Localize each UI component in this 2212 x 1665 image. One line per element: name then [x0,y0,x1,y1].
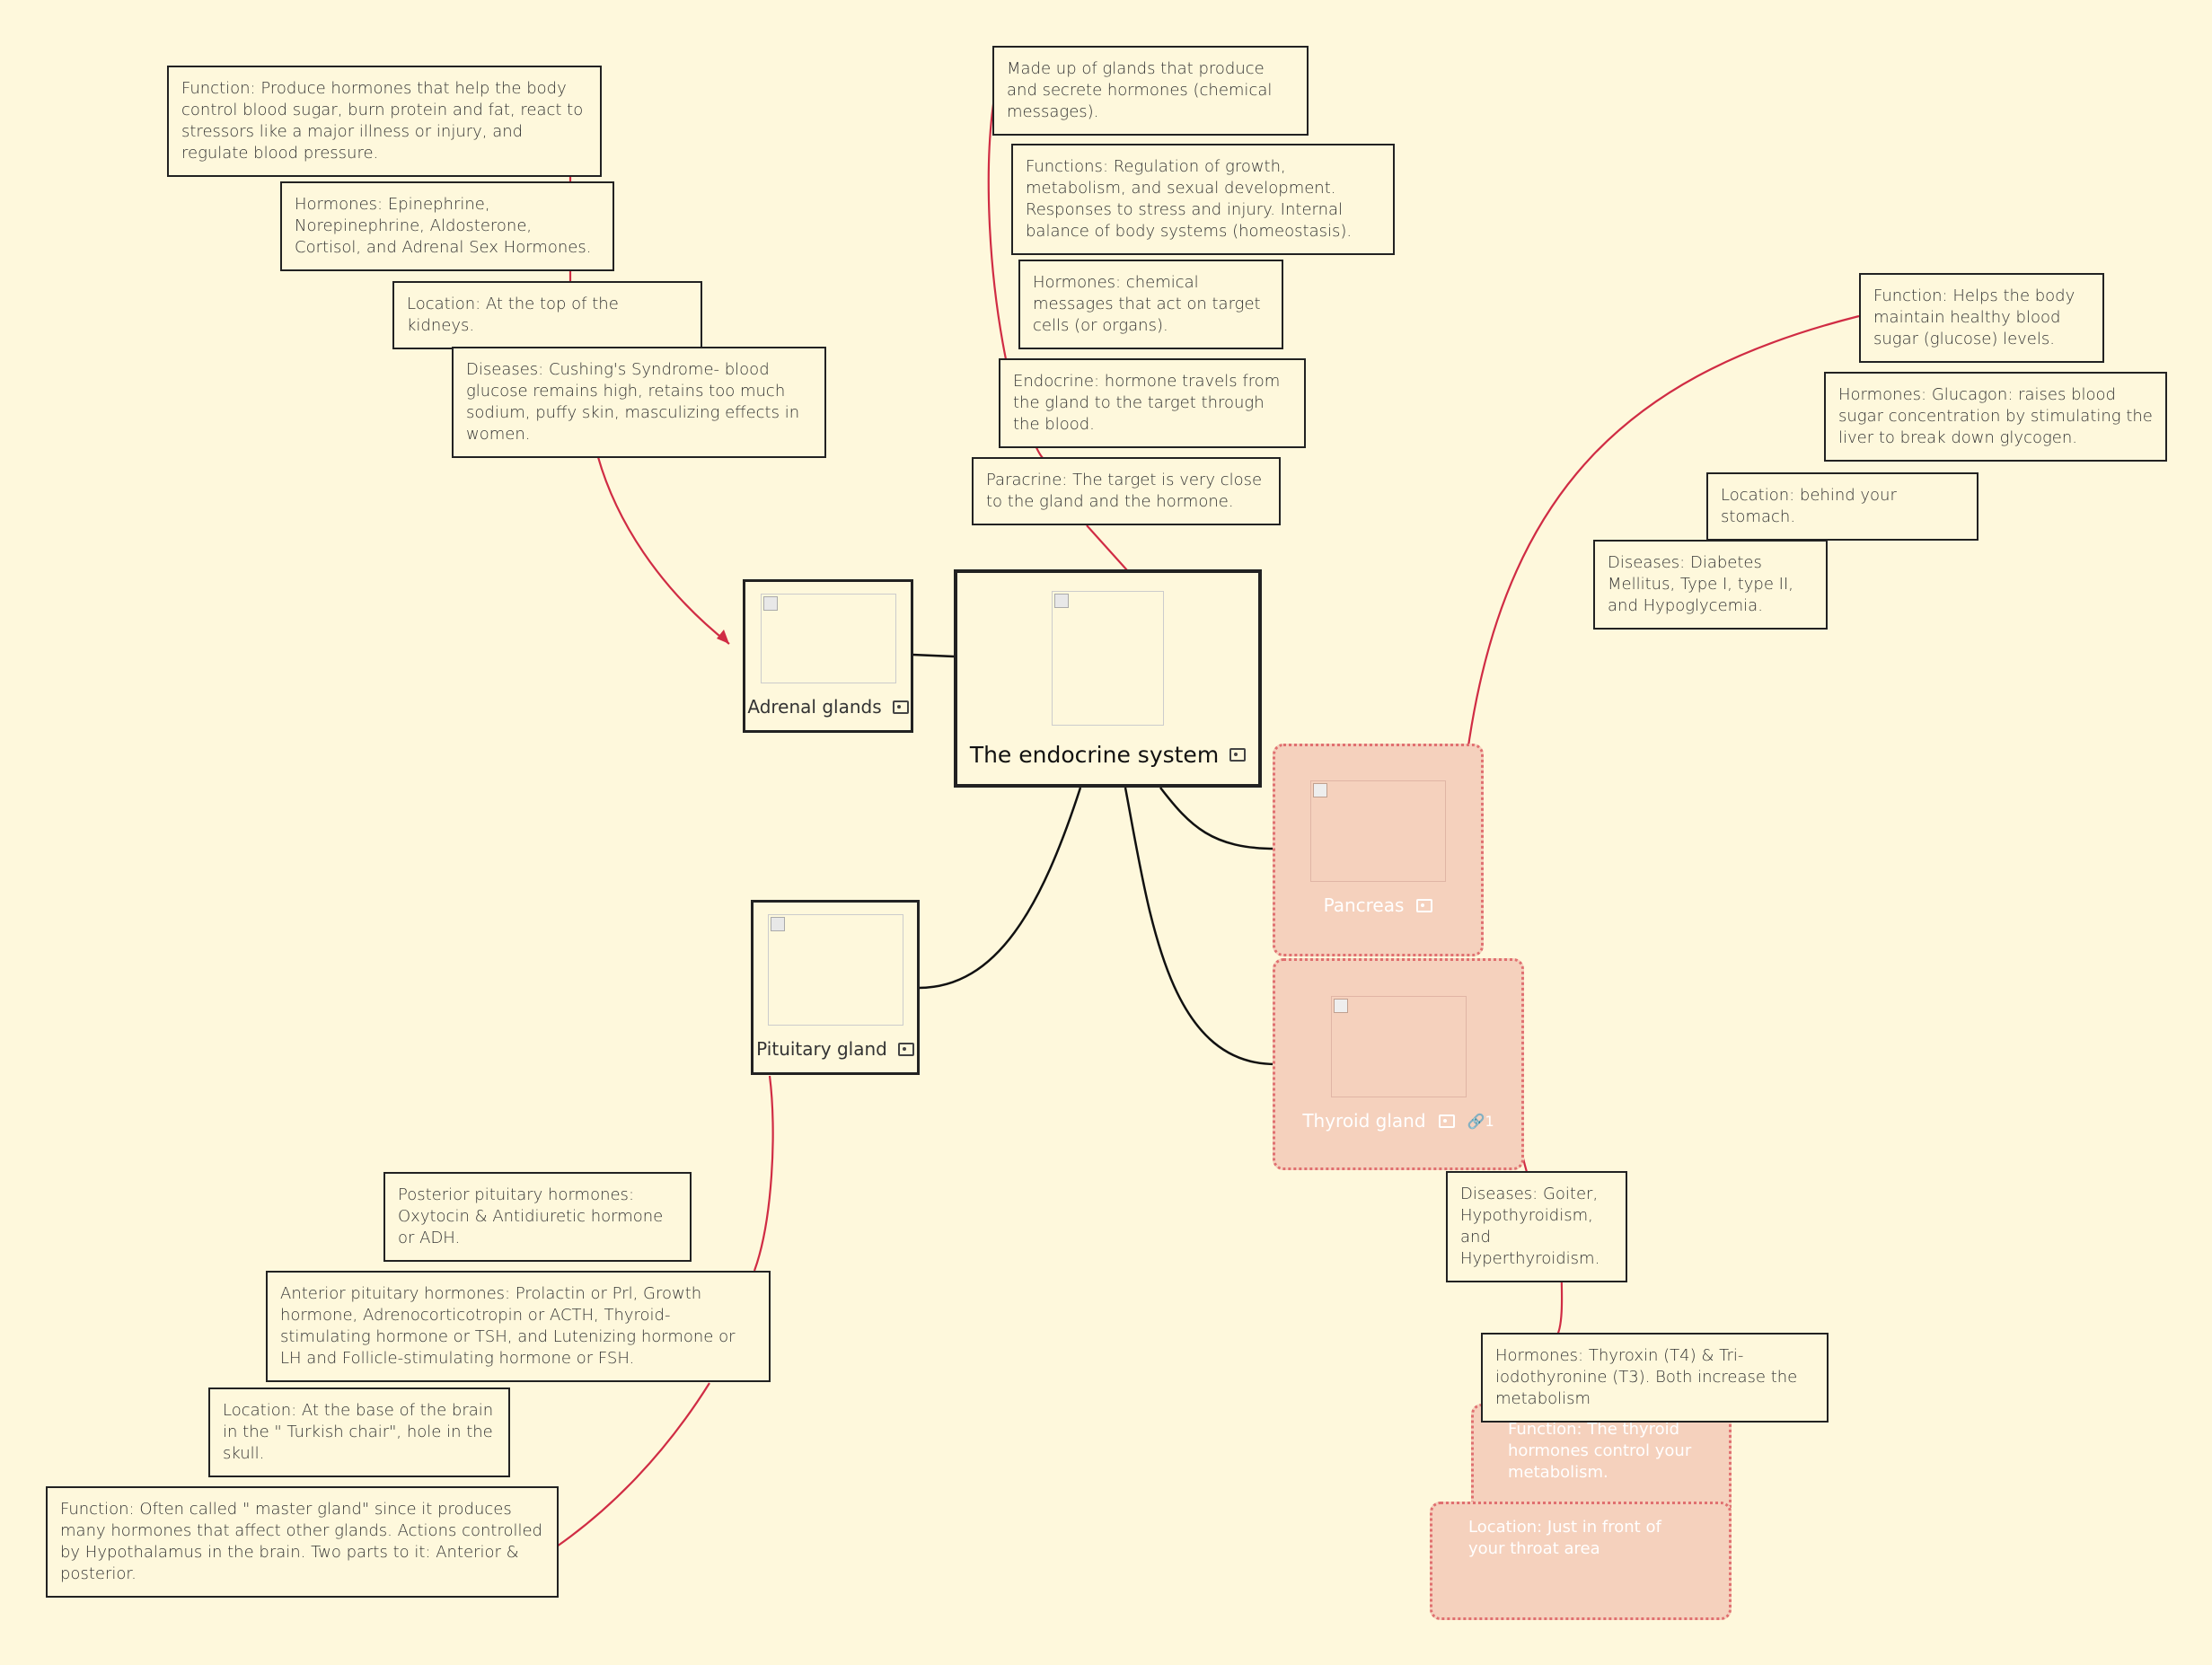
thyroid-image [1330,996,1467,1097]
picture-icon [1438,1114,1455,1128]
node-pancreas[interactable]: Pancreas [1273,744,1484,956]
picture-icon [1229,748,1247,762]
note-pituitary-anterior[interactable]: Anterior pituitary hormones: Prolactin o… [266,1271,771,1382]
thyroid-label: Thyroid gland [1302,1110,1426,1132]
note-adrenal-function[interactable]: Function: Produce hormones that help the… [167,66,602,177]
note-system-functions[interactable]: Functions: Regulation of growth, metabol… [1011,144,1395,255]
note-thyroid-diseases[interactable]: Diseases: Goiter, Hypothyroidism, and Hy… [1446,1171,1627,1282]
note-system-hormones[interactable]: Hormones: chemical messages that act on … [1018,260,1283,349]
note-pancreas-hormones[interactable]: Hormones: Glucagon: raises blood sugar c… [1824,372,2167,462]
pancreas-image [1310,780,1446,882]
picture-icon [1416,898,1433,912]
adrenal-image [760,594,896,683]
note-adrenal-hormones[interactable]: Hormones: Epinephrine, Norepinephrine, A… [280,181,614,271]
connector-central-pituitary [918,787,1082,990]
pancreas-label: Pancreas [1323,894,1405,916]
note-pituitary-posterior[interactable]: Posterior pituitary hormones: Oxytocin &… [383,1172,692,1262]
note-thyroid-hormones[interactable]: Hormones: Thyroxin (T4) & Tri-iodothyron… [1481,1333,1829,1423]
connector-central-pancreas [1159,787,1276,850]
relation-pancreas-notes [1458,314,1860,832]
node-pituitary-gland[interactable]: Pituitary gland [751,900,920,1075]
note-thyroid-location[interactable]: Location: Just in front of your throat a… [1430,1502,1732,1620]
thyroid-link-count: 1 [1485,1112,1494,1130]
central-topic-label: The endocrine system [969,742,1220,768]
link-icon[interactable]: 🔗1 [1467,1112,1494,1130]
note-pancreas-function[interactable]: Function: Helps the body maintain health… [1859,273,2104,363]
note-pancreas-location[interactable]: Location: behind your stomach. [1706,472,1978,541]
note-pituitary-location[interactable]: Location: At the base of the brain in th… [208,1388,510,1477]
connector-central-thyroid [1124,787,1276,1066]
node-thyroid-gland[interactable]: Thyroid gland 🔗1 [1273,958,1524,1170]
note-system-paracrine[interactable]: Paracrine: The target is very close to t… [972,457,1281,525]
relation-adrenal-arrowhead [717,630,729,644]
node-adrenal-glands[interactable]: Adrenal glands [743,579,913,733]
note-adrenal-diseases[interactable]: Diseases: Cushing's Syndrome- blood gluc… [452,347,826,458]
central-topic[interactable]: The endocrine system [954,569,1262,788]
central-topic-image [1052,591,1164,726]
relation-pituitary-notes [556,1075,774,1547]
note-pancreas-diseases[interactable]: Diseases: Diabetes Mellitus, Type I, typ… [1593,540,1828,630]
note-system-endocrine[interactable]: Endocrine: hormone travels from the glan… [999,358,1306,448]
connector-central-adrenal [911,653,955,658]
pituitary-image [767,914,903,1026]
note-pituitary-function[interactable]: Function: Often called " master gland" s… [46,1486,559,1598]
picture-icon [892,700,909,714]
picture-icon [897,1042,914,1056]
adrenal-label: Adrenal glands [747,696,882,718]
note-adrenal-location[interactable]: Location: At the top of the kidneys. [392,281,702,349]
note-system-madeup[interactable]: Made up of glands that produce and secre… [992,46,1309,136]
pituitary-label: Pituitary gland [756,1038,887,1060]
